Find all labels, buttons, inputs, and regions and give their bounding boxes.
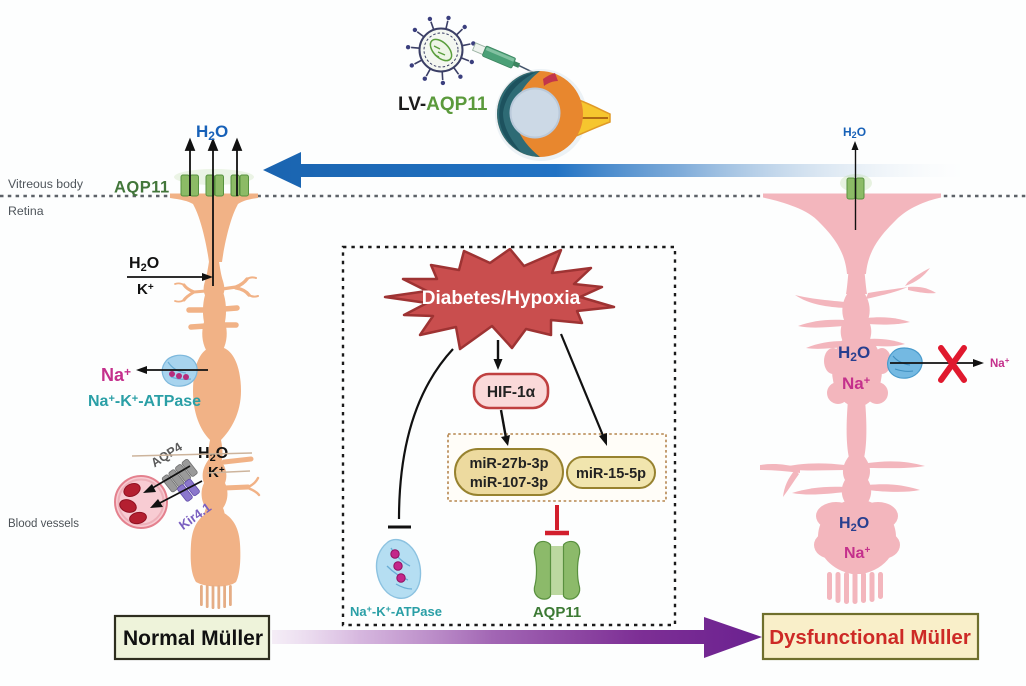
svg-text:Blood vessels: Blood vessels (8, 518, 79, 530)
svg-text:H2O: H2O (129, 255, 159, 274)
svg-text:Normal Müller: Normal Müller (123, 627, 263, 650)
svg-text:Na+: Na+ (101, 365, 131, 385)
svg-text:K+: K+ (137, 281, 154, 298)
svg-text:Diabetes/Hypoxia: Diabetes/Hypoxia (422, 288, 581, 309)
svg-text:AQP11: AQP11 (114, 179, 170, 197)
svg-text:Retina: Retina (8, 204, 44, 218)
svg-text:Vitreous body: Vitreous body (8, 177, 84, 191)
svg-text:miR-27b-3p: miR-27b-3p (470, 456, 549, 472)
svg-text:Na+: Na+ (990, 356, 1010, 370)
svg-text:Dysfunctional Müller: Dysfunctional Müller (769, 626, 971, 649)
svg-text:H2O: H2O (838, 343, 870, 364)
svg-text:miR-107-3p: miR-107-3p (470, 475, 548, 491)
svg-text:H2O: H2O (839, 515, 869, 534)
svg-text:Na+-K+-ATPase: Na+-K+-ATPase (350, 604, 442, 619)
svg-text:AQP11: AQP11 (533, 604, 581, 621)
svg-text:miR-15-5p: miR-15-5p (576, 466, 646, 482)
svg-text:Na+: Na+ (842, 374, 870, 393)
svg-text:H2O: H2O (843, 125, 866, 140)
svg-text:LV-AQP11: LV-AQP11 (398, 94, 488, 115)
svg-text:H2O: H2O (196, 122, 228, 143)
svg-text:HIF-1α: HIF-1α (487, 384, 536, 401)
svg-text:Na+: Na+ (844, 545, 870, 562)
svg-text:Na+-K+-ATPase: Na+-K+-ATPase (88, 393, 201, 410)
